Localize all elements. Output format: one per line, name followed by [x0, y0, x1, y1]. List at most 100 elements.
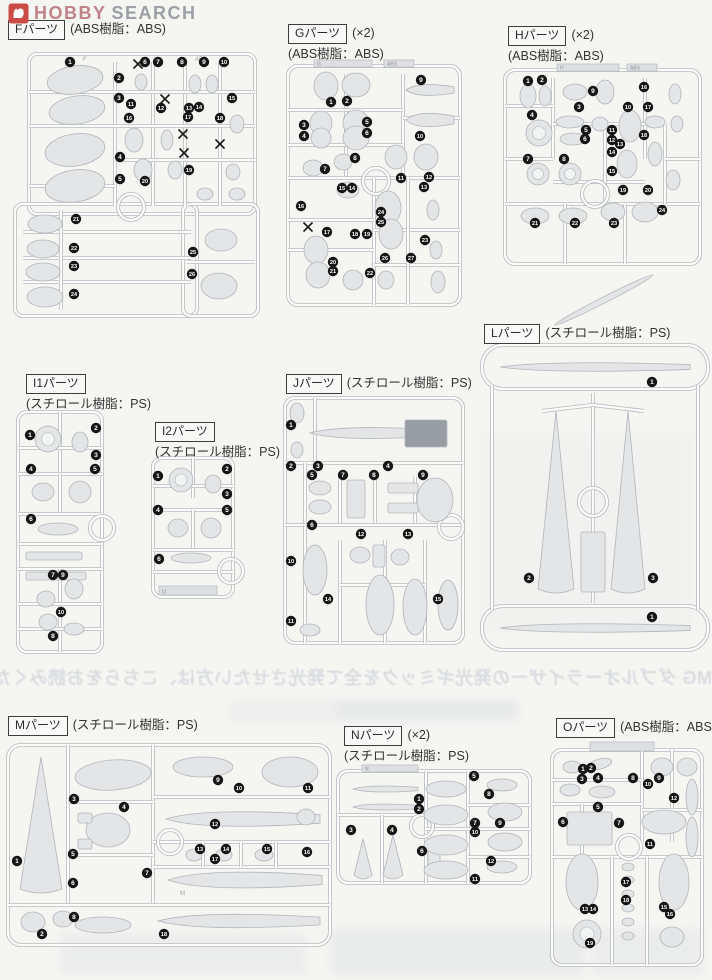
svg-text:10: 10: [625, 105, 631, 111]
sprue-tab: [589, 741, 655, 752]
part-label-multiplier: (×2): [352, 26, 375, 40]
svg-text:5: 5: [365, 119, 369, 126]
svg-text:10: 10: [417, 134, 423, 140]
svg-text:14: 14: [349, 186, 356, 192]
logo-text-hobby: HOBBY: [34, 3, 107, 23]
svg-text:9: 9: [591, 88, 595, 95]
part-shapes: [289, 402, 459, 637]
svg-text:4: 4: [29, 466, 33, 473]
sprue-tab: G ABS: [313, 59, 415, 68]
part-label-material: (ABS樹脂：ABS): [620, 720, 712, 734]
svg-text:1: 1: [650, 614, 654, 621]
svg-text:6: 6: [365, 130, 369, 137]
svg-text:16: 16: [126, 116, 132, 122]
svg-text:12: 12: [426, 175, 432, 181]
hobby-search-icon: [8, 3, 29, 24]
svg-text:2: 2: [417, 806, 421, 813]
svg-text:17: 17: [185, 115, 191, 121]
svg-text:2: 2: [527, 575, 531, 582]
svg-text:F: F: [83, 57, 87, 63]
svg-text:9: 9: [498, 820, 502, 827]
svg-text:14: 14: [609, 150, 616, 156]
part-label-box-j: Jパーツ: [286, 374, 342, 394]
svg-text:6: 6: [71, 880, 75, 887]
svg-text:4: 4: [156, 507, 160, 514]
svg-text:12: 12: [488, 859, 494, 865]
svg-text:8: 8: [353, 155, 357, 162]
svg-text:G: G: [317, 62, 321, 68]
svg-text:4: 4: [386, 463, 390, 470]
part-label-multiplier: (×2): [571, 28, 595, 42]
svg-text:3: 3: [302, 122, 306, 129]
svg-text:7: 7: [323, 166, 327, 173]
svg-text:18: 18: [352, 232, 358, 238]
svg-text:1: 1: [417, 796, 421, 803]
part-label-material: (スチロール樹脂：PS): [26, 396, 152, 411]
svg-text:16: 16: [641, 85, 647, 91]
svg-text:2: 2: [345, 98, 349, 105]
svg-text:2: 2: [540, 77, 544, 84]
svg-text:13: 13: [582, 907, 588, 913]
part-shapes: [554, 274, 654, 326]
svg-text:2: 2: [225, 466, 229, 473]
svg-text:4: 4: [530, 112, 534, 119]
svg-text:4: 4: [596, 775, 600, 782]
svg-text:6: 6: [420, 848, 424, 855]
svg-text:10: 10: [58, 610, 64, 616]
part-label-box-h: Hパーツ: [508, 26, 567, 46]
svg-text:3: 3: [94, 452, 98, 459]
bleedthrough-block: [336, 700, 516, 720]
svg-text:2: 2: [94, 425, 98, 432]
svg-text:7: 7: [617, 820, 621, 827]
svg-text:13: 13: [405, 532, 411, 538]
svg-text:14: 14: [196, 105, 203, 111]
svg-text:11: 11: [398, 176, 404, 182]
svg-text:2: 2: [289, 463, 293, 470]
svg-text:21: 21: [73, 217, 79, 223]
svg-text:15: 15: [229, 96, 235, 102]
svg-text:11: 11: [128, 102, 134, 108]
svg-text:13: 13: [197, 847, 203, 853]
svg-text:20: 20: [330, 260, 336, 266]
part-label-box-m: Mパーツ: [8, 716, 68, 736]
svg-text:6: 6: [310, 522, 314, 529]
svg-text:5: 5: [472, 773, 476, 780]
svg-text:18: 18: [217, 116, 223, 122]
part-label-box-o: Oパーツ: [556, 718, 616, 738]
part-label-l: Lパーツ(スチロール樹脂：PS): [484, 324, 670, 344]
svg-text:17: 17: [645, 105, 651, 111]
svg-text:13: 13: [186, 106, 192, 112]
svg-text:H: H: [560, 66, 564, 72]
part-label-f: Fパーツ(ABS樹脂：ABS): [8, 20, 166, 40]
unused-part-x-marks: [302, 221, 314, 233]
svg-text:9: 9: [61, 572, 65, 579]
svg-text:1: 1: [156, 473, 160, 480]
svg-text:20: 20: [645, 188, 651, 194]
svg-text:18: 18: [641, 133, 647, 139]
svg-text:7: 7: [156, 59, 160, 66]
svg-text:18: 18: [161, 932, 167, 938]
svg-text:1: 1: [28, 432, 32, 439]
svg-text:27: 27: [408, 256, 414, 262]
svg-text:3: 3: [651, 575, 655, 582]
svg-text:17: 17: [212, 857, 218, 863]
svg-text:11: 11: [647, 842, 653, 848]
svg-text:ABS: ABS: [630, 66, 641, 72]
svg-text:4: 4: [122, 804, 126, 811]
sprue-frame: [480, 343, 710, 652]
runner-f: FABS167891023111213141516171845192021222…: [13, 52, 260, 318]
sprue-tab: H ABS: [556, 63, 658, 72]
part-label-box-f: Fパーツ: [8, 20, 66, 40]
svg-text:12: 12: [671, 796, 677, 802]
svg-text:24: 24: [378, 210, 385, 216]
svg-text:ABS: ABS: [387, 62, 398, 68]
svg-text:23: 23: [422, 238, 428, 244]
svg-text:2: 2: [117, 75, 121, 82]
unused-part-x-marks: [132, 58, 226, 159]
